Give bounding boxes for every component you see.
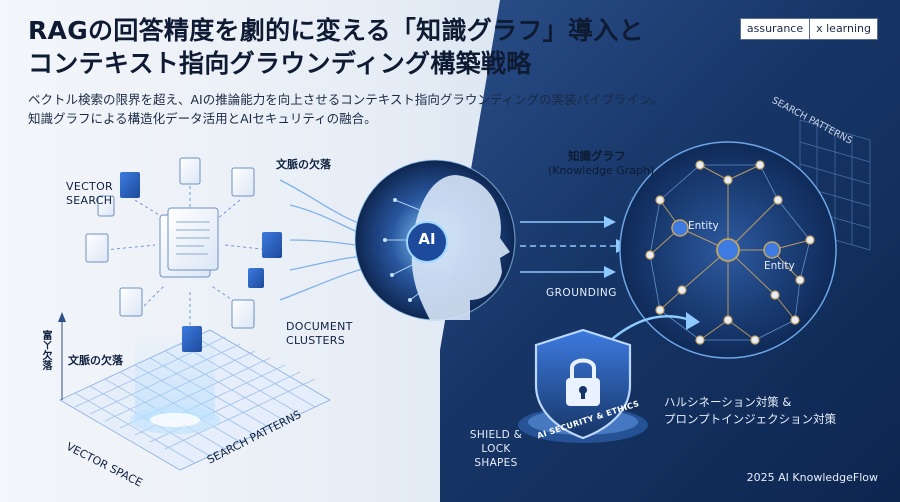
page-title: RAGの回答精度を劇的に変える「知識グラフ」導入と コンテキスト指向グラウンディ…: [28, 14, 728, 80]
brand-logo: assurance x learning: [739, 18, 878, 40]
grounding-label: GROUNDING: [546, 287, 617, 299]
entity-label-2: Entity: [764, 260, 795, 272]
entity-label-1: Entity: [688, 220, 719, 232]
kg-subtitle: (Knowledge Graph): [548, 164, 655, 177]
subtitle-line-2: 知識グラフによる構造化データ活用とAIセキュリティの融合。: [28, 111, 377, 126]
grounding-arrows: [520, 221, 620, 273]
subtitle-line-1: ベクトル検索の限界を超え、AIの推論能力を向上させるコンテキスト指向グラウンディ…: [28, 92, 664, 107]
title-line-1: RAGの回答精度を劇的に変える「知識グラフ」導入と: [28, 16, 644, 45]
document-cluster-blue: [120, 172, 282, 352]
context-gap-label-top: 文脈の欠落: [276, 158, 331, 171]
brand-right: x learning: [809, 19, 877, 39]
kg-title: 知識グラフ: [568, 149, 626, 163]
title-line-2: コンテキスト指向グラウンディング構築戦略: [28, 49, 532, 78]
beam: [135, 330, 215, 420]
countermeasure-text: ハルシネーション対策 & プロンプトインジェクション対策: [664, 395, 837, 426]
page-subtitle: ベクトル検索の限界を超え、AIの推論能力を向上させるコンテキスト指向グラウンディ…: [28, 90, 748, 128]
shield-lock: [518, 328, 648, 443]
footer-credit: 2025 AI KnowledgeFlow: [746, 471, 878, 484]
ai-head: [354, 159, 516, 321]
vector-search-label: VECTOR SEARCH: [66, 180, 113, 207]
document-clusters-label: DOCUMENT CLUSTERS: [286, 320, 353, 347]
knowledge-graph: [619, 141, 837, 359]
vertical-axis-label: 富ㄚ欠落: [40, 330, 51, 370]
brand-left: assurance: [746, 22, 804, 35]
document-cluster: [85, 157, 255, 329]
shield-lock-label: SHIELD & LOCK SHAPES: [469, 429, 523, 469]
ai-label: AI: [418, 230, 436, 248]
context-gap-label-left: 文脈の欠落: [68, 354, 123, 367]
